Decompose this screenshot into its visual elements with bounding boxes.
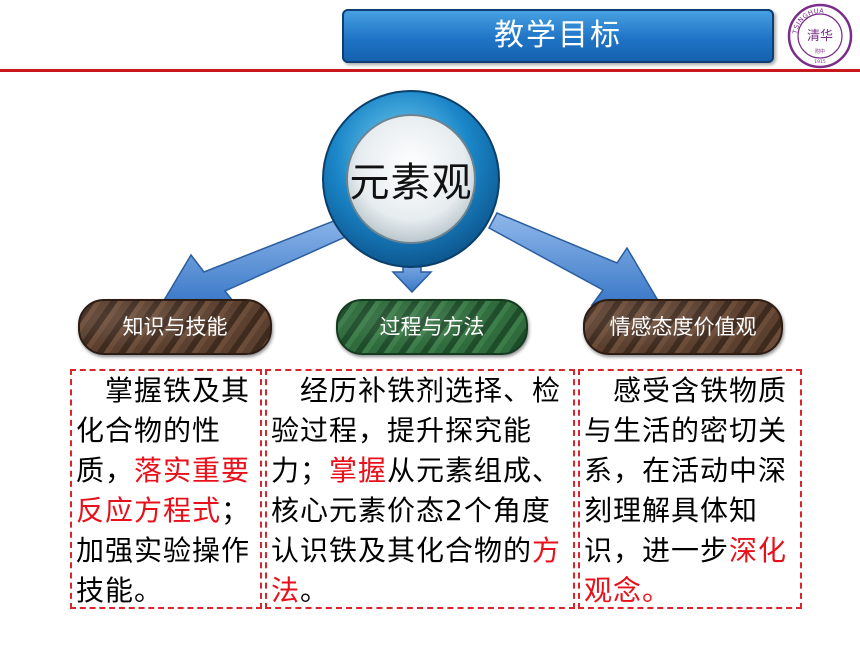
svg-text:附中: 附中 xyxy=(815,48,825,55)
goal-box-knowledge: 掌握铁及其化合物的性质，落实重要反应方程式；加强实验操作技能。 xyxy=(70,369,262,609)
highlighted-text: 方法 xyxy=(271,534,562,607)
pill-emotion-values: 情感态度价值观 xyxy=(583,299,783,355)
center-concept-label: 元素观 xyxy=(349,160,473,206)
page-title: 教学目标 xyxy=(342,9,774,63)
goal-text: 从元素组成、核心元素价态2个角度认识铁及其化合物的 xyxy=(271,454,562,567)
goal-text: 感受含铁物质与生活的密切关系，在活动中深刻理解具体知识，进一步 xyxy=(584,374,788,567)
header-divider xyxy=(0,69,860,72)
highlighted-text: 落实重要反应方程式 xyxy=(76,454,251,527)
element-concept-hub-icon xyxy=(322,90,500,268)
highlighted-text: 掌握 xyxy=(329,454,388,487)
pill-knowledge-skills: 知识与技能 xyxy=(78,299,272,355)
svg-text:1915: 1915 xyxy=(814,59,826,65)
svg-text:清华: 清华 xyxy=(807,29,833,44)
pill-process-methods: 过程与方法 xyxy=(336,299,528,355)
goal-text: 经历补铁剂选择、检验过程，提升探究能力； xyxy=(271,374,562,487)
arrow-right-icon xyxy=(487,212,662,306)
goal-text: 掌握铁及其化合物的性质， xyxy=(76,374,251,487)
goal-text: 。 xyxy=(300,574,330,607)
goal-box-process: 经历补铁剂选择、检验过程，提升探究能力；掌握从元素组成、核心元素价态2个角度认识… xyxy=(265,369,575,609)
highlighted-text: 深化观念。 xyxy=(584,534,788,607)
goal-box-values: 感受含铁物质与生活的密切关系，在活动中深刻理解具体知识，进一步深化观念。 xyxy=(578,369,802,609)
school-seal-logo: TSINGHUA 清华 附中 1915 xyxy=(787,3,853,69)
goal-text: ；加强实验操作技能。 xyxy=(76,494,251,607)
